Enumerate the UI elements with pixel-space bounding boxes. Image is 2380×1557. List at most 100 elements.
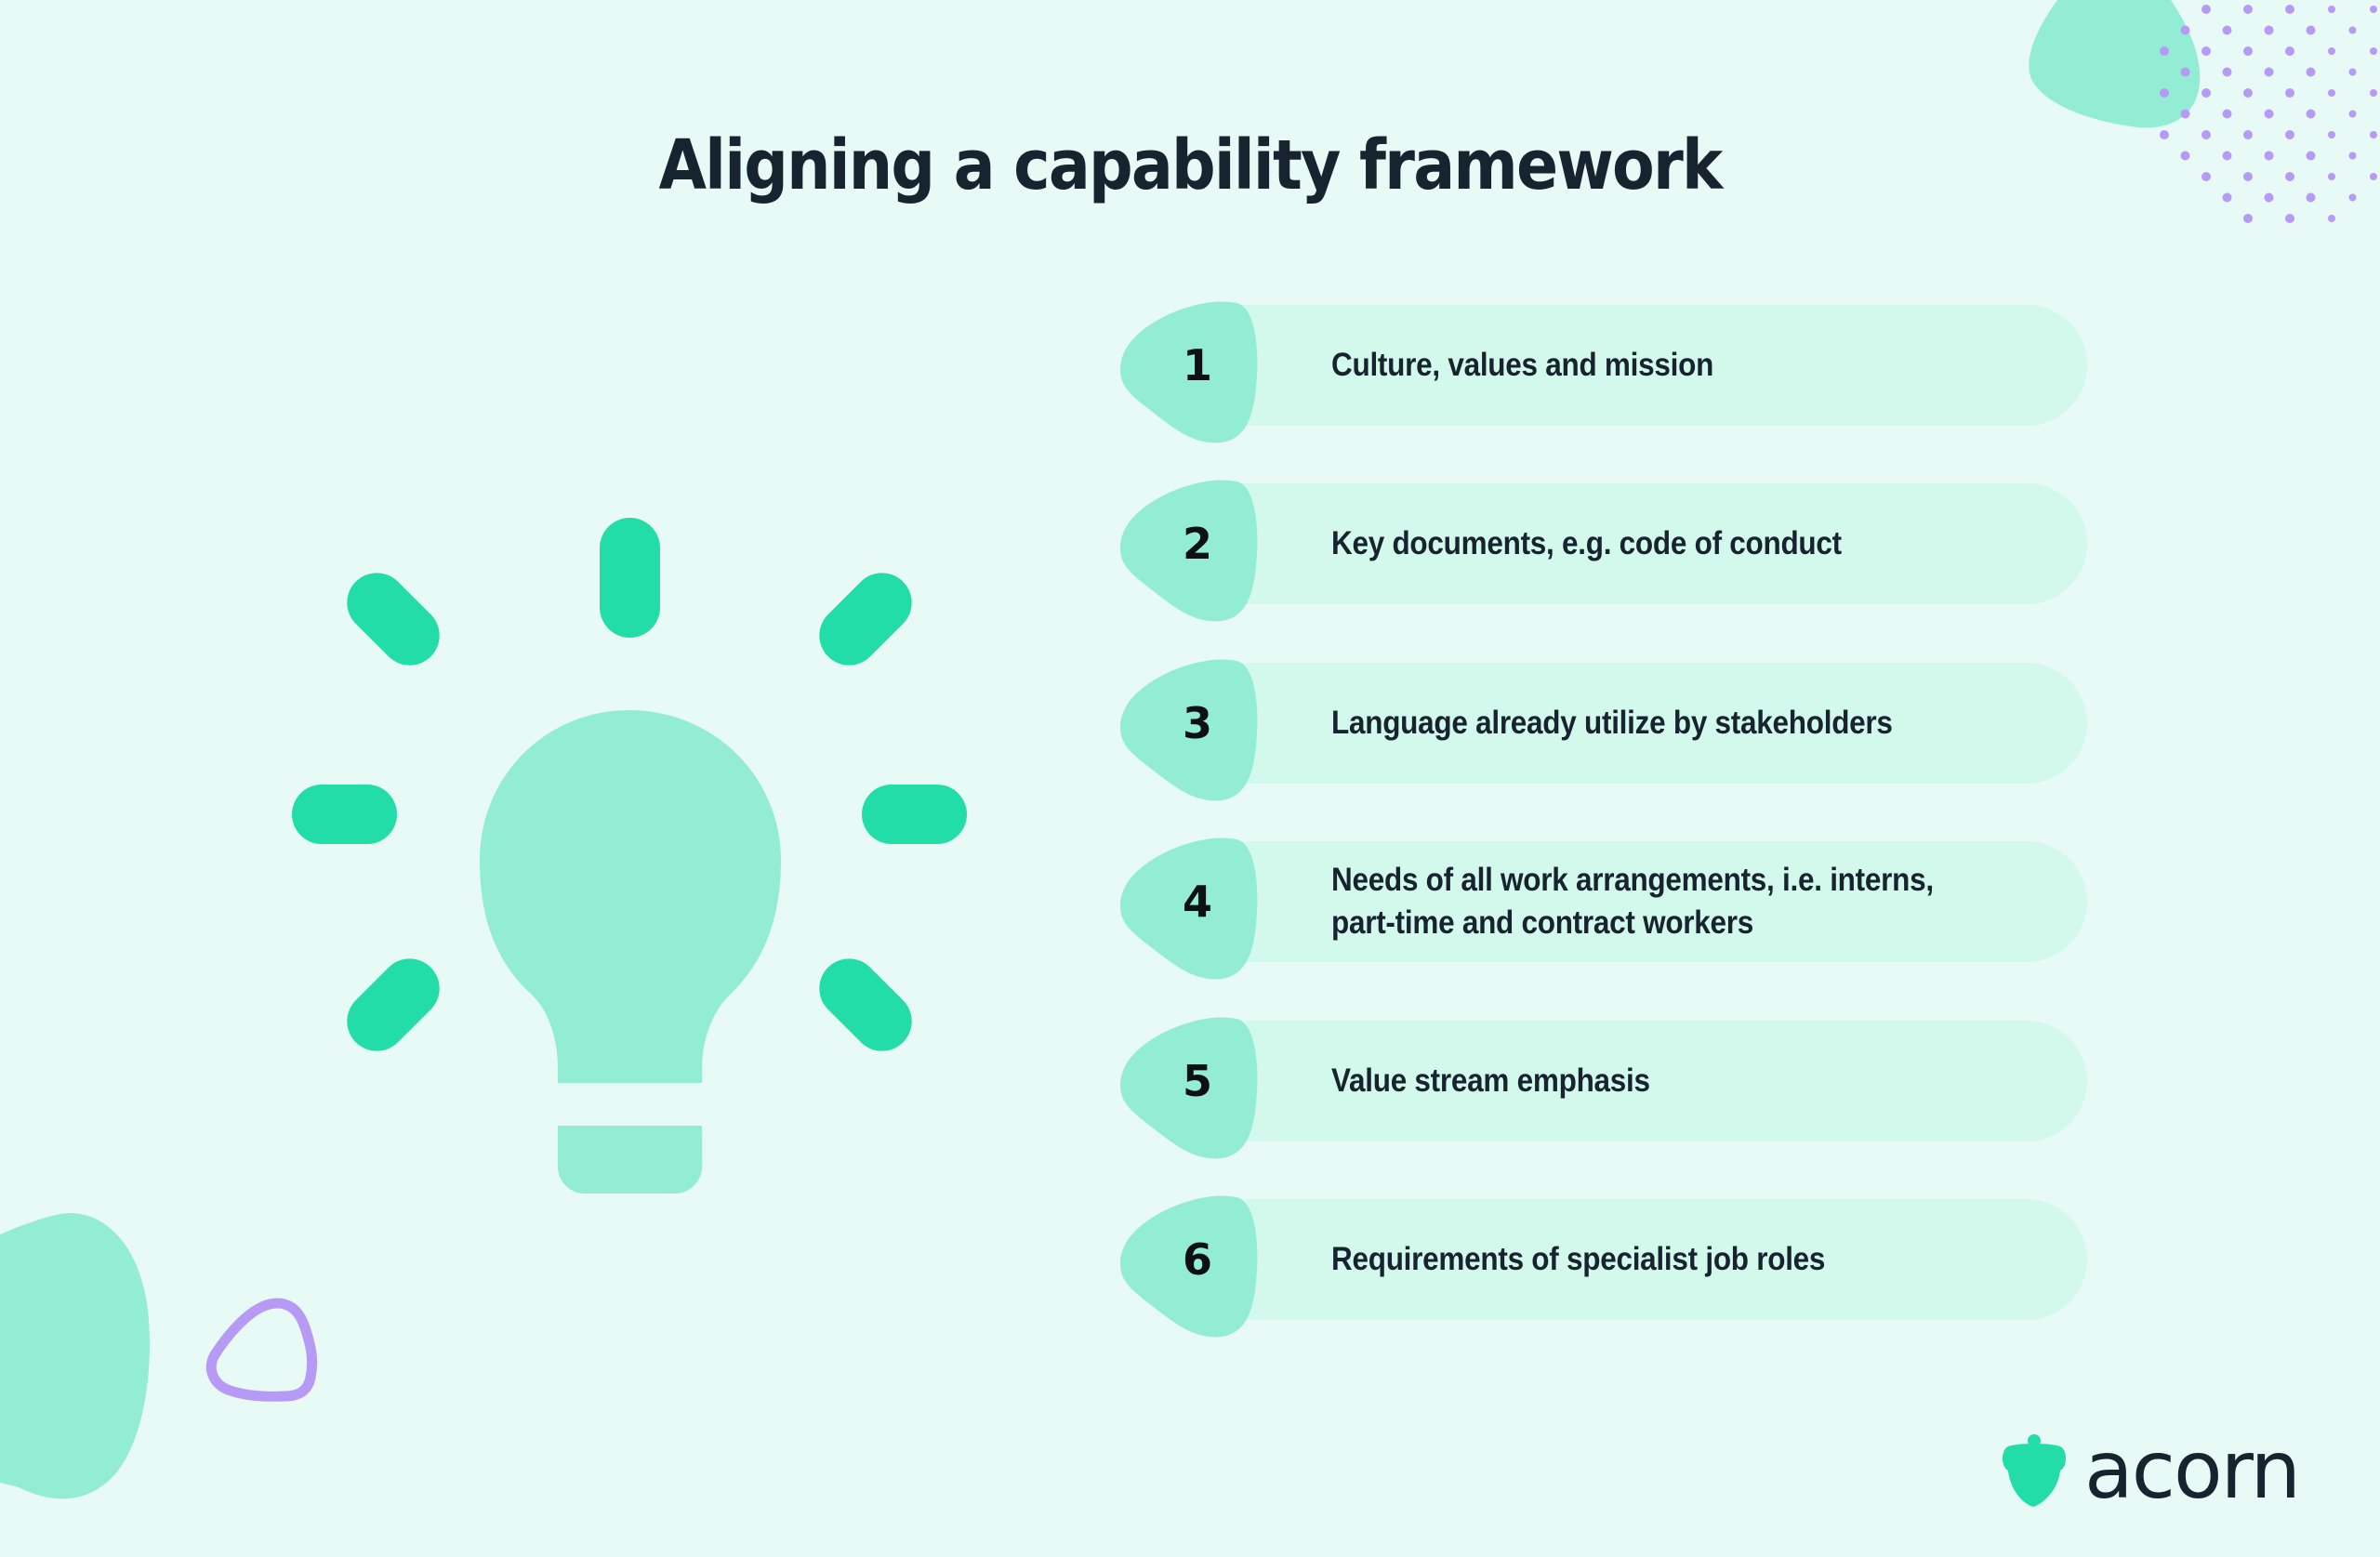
decorative-dot <box>2160 46 2169 56</box>
decorative-dot <box>2285 5 2294 14</box>
page-title: Aligning a capability framework <box>658 125 1723 205</box>
lightbulb-icon <box>292 518 967 1194</box>
decorative-dot <box>2370 6 2377 13</box>
decorative-dot <box>2285 88 2294 98</box>
bulb-glass <box>480 710 781 1083</box>
item-label-wrap: Key documents, e.g. code of conduct <box>1331 483 2013 604</box>
decorative-dot <box>2370 89 2377 97</box>
light-ray-top-right <box>819 573 912 666</box>
decorative-dot <box>2264 25 2274 35</box>
item-label-wrap: Culture, values and mission <box>1331 305 2013 426</box>
decorative-dot <box>2180 67 2190 77</box>
item-pill <box>1227 483 2087 604</box>
decorative-dot <box>2306 151 2316 161</box>
decorative-dot <box>2328 47 2335 55</box>
decorative-dot <box>2370 47 2377 55</box>
item-number: 3 <box>1182 698 1212 748</box>
item-number: 5 <box>1182 1056 1212 1106</box>
decorative-dot <box>2285 172 2294 181</box>
item-label: Language already utilize by stakeholders <box>1331 705 1893 741</box>
decorative-dot <box>2202 130 2211 139</box>
decorative-dot <box>2180 109 2190 119</box>
decorative-dot <box>2222 67 2232 77</box>
decorative-dot <box>2348 26 2357 34</box>
decorative-dot <box>2348 152 2357 160</box>
decorative-dot <box>2306 192 2316 203</box>
item-number: 2 <box>1182 519 1212 569</box>
decorative-dot <box>2328 173 2335 180</box>
item-pill <box>1227 305 2087 426</box>
decorative-dot <box>2202 46 2211 56</box>
decorative-dot <box>2264 67 2274 77</box>
decorative-dot <box>2160 130 2169 139</box>
decorative-dot <box>2243 46 2253 56</box>
number-blob-icon <box>1119 838 1258 980</box>
list-item: 6 Requirements of specialist job roles <box>1116 1195 2087 1338</box>
acorn-icon <box>2003 1434 2066 1507</box>
number-blob-icon <box>1119 1195 1258 1338</box>
decorative-dot <box>2264 109 2274 119</box>
list-item: 4 Needs of all work arrangements, i.e. i… <box>1116 838 2087 980</box>
brand-name: acorn <box>2084 1424 2301 1517</box>
decorative-dot <box>2370 173 2377 180</box>
item-label: Key documents, e.g. code of conduct <box>1331 525 1842 561</box>
decorative-dot <box>2243 214 2253 223</box>
item-pill <box>1227 1199 2087 1320</box>
item-pill <box>1227 841 2087 962</box>
decorative-blob-top-right <box>2029 0 2201 128</box>
decorative-dot <box>2370 131 2377 139</box>
light-ray-left <box>292 785 397 844</box>
decorative-dot <box>2243 5 2253 14</box>
item-label-wrap: Needs of all work arrangements, i.e. int… <box>1331 841 2013 962</box>
list-item: 3 Language already utilize by stakeholde… <box>1116 659 2087 801</box>
number-blob-icon <box>1119 659 1258 801</box>
decorative-dot <box>2202 172 2211 181</box>
number-blob-icon <box>1119 1017 1258 1159</box>
decorative-dot <box>2222 151 2232 161</box>
decorative-dot <box>2348 110 2357 118</box>
brand-logo: acorn <box>2001 1424 2317 1517</box>
list-item: 5 Value stream emphasis <box>1116 1017 2087 1159</box>
decorative-dot <box>2222 192 2232 203</box>
decorative-dot <box>2222 109 2232 119</box>
decorative-blob-bottom-left <box>0 1213 150 1499</box>
number-blob-icon <box>1119 301 1258 443</box>
light-ray-right <box>862 785 967 844</box>
dot-pattern <box>2160 5 2377 223</box>
decorative-dot <box>2243 88 2253 98</box>
list-item: 1 Culture, values and mission <box>1116 301 2087 443</box>
item-label: Needs of all work arrangements, i.e. int… <box>1331 862 1934 941</box>
list-item: 2 Key documents, e.g. code of conduct <box>1116 480 2087 622</box>
item-pill <box>1227 663 2087 784</box>
decorative-dot <box>2285 214 2294 223</box>
item-number: 6 <box>1182 1234 1212 1285</box>
decorative-dot <box>2160 88 2169 98</box>
decorative-dot <box>2285 130 2294 139</box>
item-label: Culture, values and mission <box>1331 347 1714 383</box>
item-label: Requirements of specialist job roles <box>1331 1241 1826 1277</box>
item-label-wrap: Value stream emphasis <box>1331 1021 2013 1141</box>
decorative-dot <box>2264 192 2274 203</box>
decorative-dot <box>2202 5 2211 14</box>
item-number: 1 <box>1182 340 1212 390</box>
light-ray-bottom-right <box>819 958 912 1051</box>
decorative-dot <box>2328 215 2335 222</box>
light-ray-top-left <box>347 573 440 666</box>
decorative-dot <box>2180 25 2190 35</box>
item-label-wrap: Language already utilize by stakeholders <box>1331 663 2013 784</box>
number-blob-icon <box>1119 480 1258 622</box>
decorative-dot <box>2264 151 2274 161</box>
decorative-dot <box>2328 6 2335 13</box>
decorative-dot <box>2348 68 2357 76</box>
item-pill <box>1227 1021 2087 1141</box>
decorative-dot <box>2202 88 2211 98</box>
decorative-dot <box>2348 193 2357 202</box>
decorative-dot <box>2243 172 2253 181</box>
decorative-dot <box>2306 67 2316 77</box>
bulb-base <box>558 1126 702 1194</box>
decorative-dot <box>2328 89 2335 97</box>
item-number: 4 <box>1182 877 1212 927</box>
decorative-dot <box>2222 25 2232 35</box>
decorative-ring <box>205 1298 318 1402</box>
decorative-dot <box>2328 131 2335 139</box>
